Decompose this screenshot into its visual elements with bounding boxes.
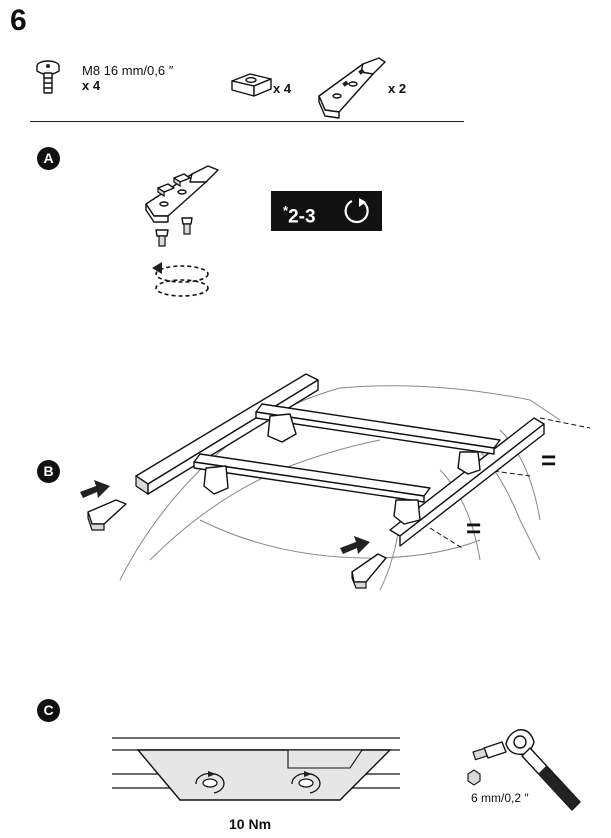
- turns-asterisk: *: [283, 203, 289, 218]
- torque-value: 10 Nm: [229, 816, 272, 832]
- turns-box: *2-3: [271, 191, 382, 231]
- equal-distance-top: =: [541, 445, 557, 475]
- bolt-icon: [36, 60, 60, 94]
- hex-size-label: 6 mm/0,2 ″: [471, 791, 529, 805]
- step-number: 6: [10, 4, 27, 37]
- bolt-spec: M8 16 mm/0,6 ″: [82, 63, 174, 78]
- rotation-arrow-icon: [152, 262, 209, 297]
- equal-distance-bottom: =: [466, 513, 482, 543]
- substep-c-badge: C: [37, 699, 60, 722]
- roof-rack-illustration: [80, 373, 591, 591]
- rotate-clockwise-icon: [344, 198, 369, 224]
- section-divider: [30, 121, 464, 122]
- torque-detail-illustration: [112, 737, 400, 801]
- bracket-icon: [318, 57, 386, 119]
- hex-key-icon: [467, 729, 581, 811]
- square-washer-icon: [231, 73, 272, 97]
- bracket-assembly-icon: [145, 165, 219, 247]
- turns-count: 2-3: [288, 206, 316, 228]
- substep-a-badge: A: [37, 147, 60, 170]
- bolt-qty: x 4: [82, 78, 101, 93]
- bracket-qty: x 2: [388, 81, 407, 96]
- washer-qty: x 4: [273, 81, 292, 96]
- substep-b-badge: B: [37, 460, 60, 483]
